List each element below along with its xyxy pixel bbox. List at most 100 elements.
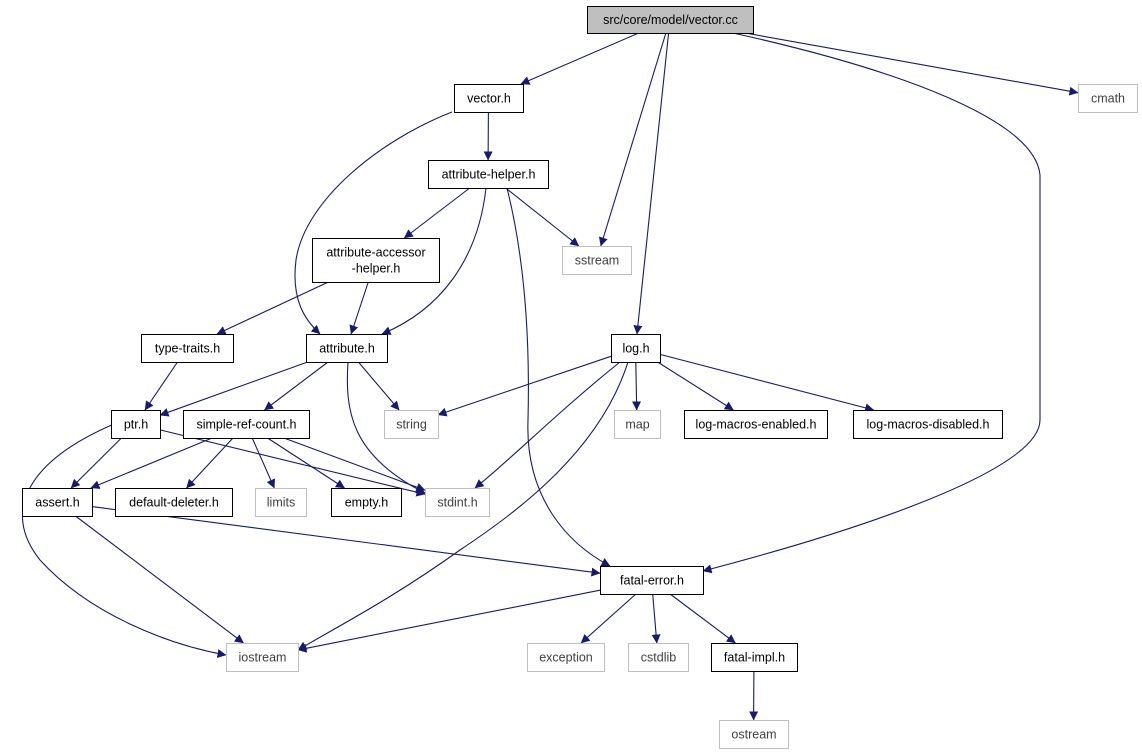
- node-label-fatal-error-h: fatal-error.h: [620, 574, 684, 588]
- node-box-ostream: [719, 720, 789, 749]
- edge-ptr-h-to-stdint-h: [159, 429, 426, 497]
- node-box-attribute-h: [306, 334, 388, 363]
- node-label-ostream: ostream: [731, 728, 776, 742]
- edge-simple-ref-count-h-to-limits: [251, 437, 275, 489]
- node-log-macros-disabled-h[interactable]: log-macros-disabled.h: [853, 410, 1003, 439]
- edge-type-traits-h-to-ptr-h: [144, 361, 178, 411]
- edge-attribute-h-to-stdint-h: [346, 361, 426, 494]
- node-box-iostream: [226, 643, 299, 672]
- node-vector-cc[interactable]: src/core/model/vector.cc: [587, 6, 754, 34]
- node-fatal-error-h[interactable]: fatal-error.h: [600, 566, 704, 595]
- node-label-sstream: sstream: [575, 254, 619, 268]
- node-label-cstdlib: cstdlib: [641, 651, 676, 665]
- edge-attribute-helper-h-to-attribute-accessor-helper-h: [403, 187, 471, 239]
- node-type-traits-h[interactable]: type-traits.h: [141, 334, 234, 363]
- node-label-cmath: cmath: [1091, 92, 1125, 106]
- node-empty-h[interactable]: empty.h: [331, 488, 402, 517]
- node-label-fatal-impl-h: fatal-impl.h: [724, 651, 785, 665]
- node-vector-h[interactable]: vector.h: [454, 84, 524, 113]
- edge-ptr-h-to-iostream: [22, 423, 227, 658]
- node-label-string: string: [396, 418, 427, 432]
- node-log-h[interactable]: log.h: [611, 334, 661, 363]
- edge-log-h-to-map: [632, 361, 642, 411]
- node-log-macros-enabled-h[interactable]: log-macros-enabled.h: [684, 410, 828, 439]
- node-simple-ref-count-h[interactable]: simple-ref-count.h: [183, 410, 310, 439]
- node-box-log-macros-disabled-h: [853, 410, 1003, 439]
- node-exception: exception: [527, 643, 605, 672]
- node-ptr-h[interactable]: ptr.h: [111, 410, 161, 439]
- edge-log-h-to-string: [437, 355, 612, 417]
- edge-fatal-error-h-to-cstdlib: [651, 593, 661, 644]
- node-box-simple-ref-count-h: [183, 410, 310, 439]
- node-label-attribute-h: attribute.h: [319, 342, 375, 356]
- node-ostream: ostream: [719, 720, 789, 749]
- node-box-fatal-error-h: [600, 566, 704, 595]
- edge-log-h-to-iostream: [297, 361, 629, 651]
- edge-simple-ref-count-h-to-default-deleter-h: [186, 437, 234, 489]
- node-label-limits: limits: [267, 496, 295, 510]
- node-attribute-helper-h[interactable]: attribute-helper.h: [428, 160, 549, 189]
- node-stdint-h: stdint.h: [425, 488, 490, 517]
- edge-log-h-to-log-macros-enabled-h: [657, 361, 734, 411]
- node-fatal-impl-h[interactable]: fatal-impl.h: [711, 643, 798, 672]
- node-cmath: cmath: [1078, 84, 1138, 113]
- node-box-exception: [527, 643, 605, 672]
- node-label-simple-ref-count-h: simple-ref-count.h: [196, 418, 296, 432]
- node-box-default-deleter-h: [115, 488, 233, 517]
- node-sstream: sstream: [562, 246, 632, 275]
- edge-attribute-helper-h-to-fatal-error-h: [506, 187, 611, 567]
- edge-attribute-accessor-helper-h-to-attribute-h: [349, 281, 369, 335]
- edge-fatal-error-h-to-exception: [580, 593, 637, 644]
- node-box-attribute-helper-h: [428, 160, 549, 189]
- edge-vector-cc-to-vector-h: [520, 32, 640, 85]
- node-box-vector-h: [454, 84, 524, 113]
- edge-vector-cc-to-log-h: [633, 32, 670, 335]
- node-iostream: iostream: [226, 643, 299, 672]
- node-string: string: [384, 410, 439, 439]
- node-cstdlib: cstdlib: [628, 643, 689, 672]
- node-label-default-deleter-h: default-deleter.h: [129, 496, 219, 510]
- node-box-empty-h: [331, 488, 402, 517]
- node-box-log-macros-enabled-h: [684, 410, 828, 439]
- edge-simple-ref-count-h-to-empty-h: [267, 437, 345, 489]
- node-box-ptr-h: [111, 410, 161, 439]
- edge-vector-cc-to-cmath: [745, 32, 1079, 96]
- node-box-vector-cc: [587, 6, 754, 34]
- edge-attribute-h-to-ptr-h: [159, 361, 308, 417]
- edge-ptr-h-to-assert-h: [70, 437, 122, 489]
- node-box-string: [384, 410, 439, 439]
- edge-fatal-error-h-to-iostream: [297, 589, 601, 653]
- node-attribute-h[interactable]: attribute.h: [306, 334, 388, 363]
- node-box-cstdlib: [628, 643, 689, 672]
- node-default-deleter-h[interactable]: default-deleter.h: [115, 488, 233, 517]
- edge-log-h-to-log-macros-disabled-h: [659, 353, 875, 413]
- node-label-empty-h: empty.h: [345, 496, 389, 510]
- edge-vector-h-to-attribute-h: [294, 111, 453, 335]
- node-box-attribute-accessor-helper-h: [312, 238, 440, 283]
- edge-attribute-helper-h-to-sstream: [505, 187, 580, 247]
- node-label-map: map: [625, 418, 649, 432]
- node-label-attribute-helper-h: attribute-helper.h: [442, 168, 536, 182]
- node-box-log-h: [611, 334, 661, 363]
- edges: [22, 32, 1079, 721]
- edge-vector-cc-to-fatal-error-h: [702, 32, 1041, 574]
- node-label-vector-cc: src/core/model/vector.cc: [603, 13, 738, 27]
- edge-attribute-h-to-string: [357, 361, 400, 411]
- node-box-cmath: [1078, 84, 1138, 113]
- node-attribute-accessor-helper-h[interactable]: attribute-accessor -helper.h: [312, 238, 440, 283]
- node-label-iostream: iostream: [239, 651, 287, 665]
- node-label-ptr-h: ptr.h: [124, 418, 148, 432]
- edge-log-h-to-stdint-h: [474, 361, 621, 489]
- edge-fatal-error-h-to-fatal-impl-h: [669, 593, 736, 644]
- node-label-stdint-h: stdint.h: [437, 496, 477, 510]
- node-box-limits: [255, 488, 307, 517]
- edge-simple-ref-count-h-to-stdint-h: [283, 437, 426, 492]
- node-label-log-h: log.h: [622, 342, 649, 356]
- node-assert-h[interactable]: assert.h: [22, 488, 93, 517]
- node-label-attribute-accessor-helper-h: attribute-accessor: [326, 246, 425, 260]
- node-label-log-macros-enabled-h: log-macros-enabled.h: [696, 418, 817, 432]
- node-box-assert-h: [22, 488, 93, 517]
- edge-assert-h-to-fatal-error-h: [91, 506, 601, 577]
- node-label-attribute-accessor-helper-h: -helper.h: [352, 262, 401, 276]
